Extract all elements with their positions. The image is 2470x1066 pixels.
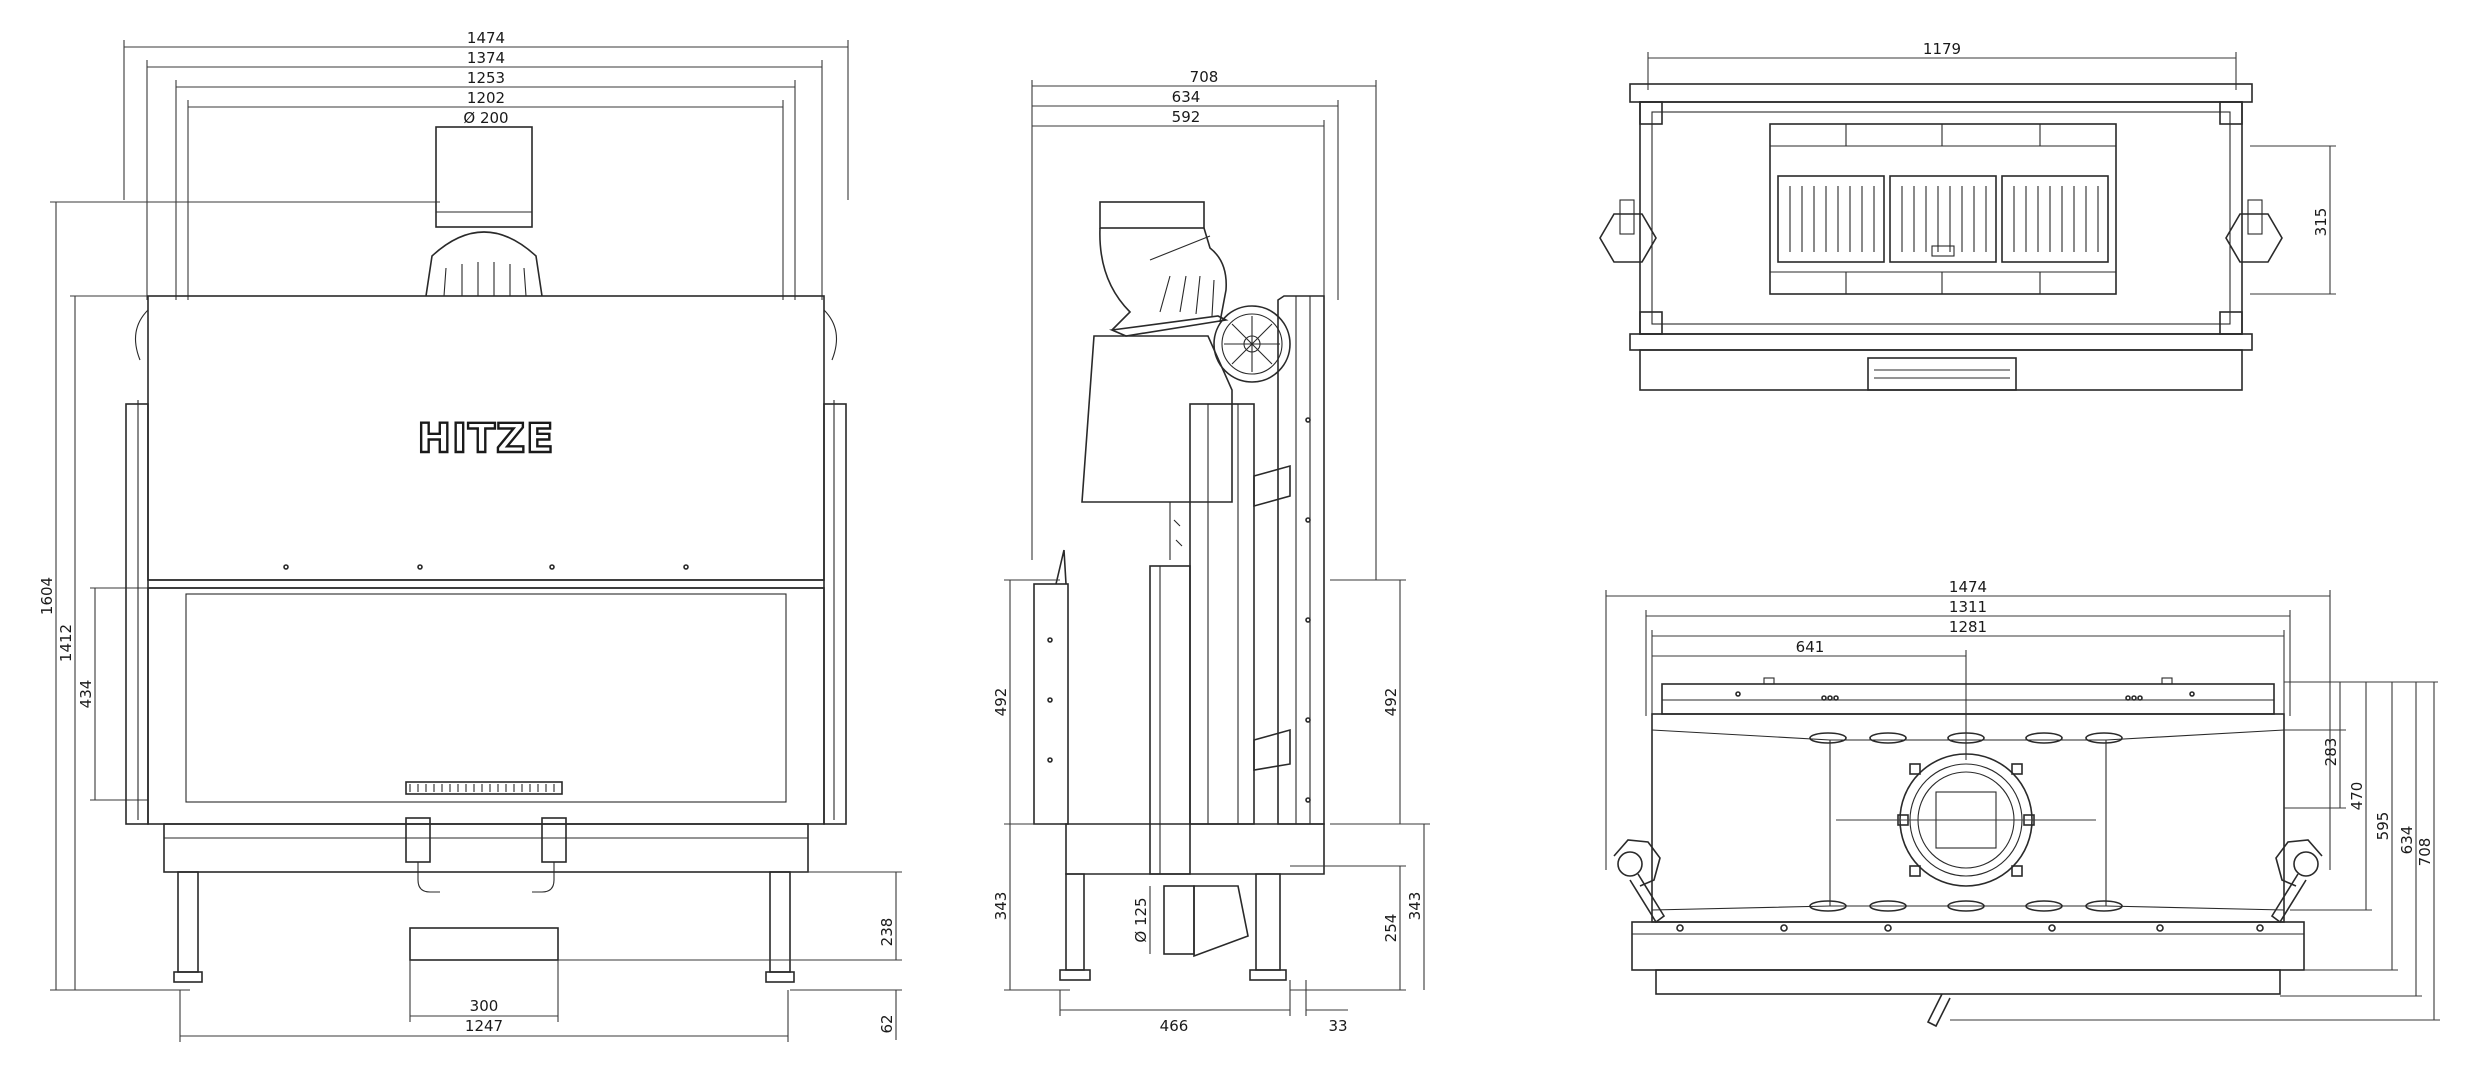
top-firebox-width: 1179 bbox=[1923, 40, 1961, 58]
top-front-rail bbox=[1629, 83, 2253, 103]
side-door-column bbox=[1189, 403, 1255, 825]
front-overall-width: 1474 bbox=[467, 29, 505, 47]
top-handle-left bbox=[1599, 213, 1657, 263]
side-rear-panel bbox=[1277, 295, 1325, 825]
side-front-panel-height: 492 bbox=[992, 688, 1010, 717]
bottom-dim-595: 595 bbox=[2374, 812, 2392, 841]
top-grate-center bbox=[1889, 175, 1997, 263]
side-dimensions bbox=[1004, 579, 1430, 1016]
front-leg-left bbox=[177, 871, 199, 973]
side-flue-collar bbox=[1099, 201, 1205, 229]
front-bottom-dimensions bbox=[179, 871, 902, 1042]
bottom-right-dimensions bbox=[1950, 681, 2440, 1021]
top-grate-right bbox=[2001, 175, 2109, 263]
bottom-width-3: 1281 bbox=[1949, 618, 1987, 636]
front-door-height: 434 bbox=[77, 680, 95, 709]
top-view: 1179 bbox=[1599, 40, 2336, 391]
side-base-height: 343 bbox=[992, 892, 1010, 921]
top-shell bbox=[1639, 101, 2243, 335]
front-leg-height: 238 bbox=[878, 918, 896, 947]
front-flue-diameter: Ø 200 bbox=[463, 109, 508, 127]
bottom-handle-left bbox=[1613, 839, 1661, 887]
side-inlet-offset: 466 bbox=[1160, 1017, 1189, 1035]
ash-drawer-width: 300 bbox=[470, 997, 499, 1015]
bottom-dim-708: 708 bbox=[2416, 838, 2434, 867]
bottom-view: 1474 1311 1281 641 bbox=[1605, 578, 2440, 1028]
ash-drawer bbox=[409, 927, 559, 961]
bottom-overall-width: 1474 bbox=[1949, 578, 1987, 596]
front-base-frame bbox=[163, 823, 809, 873]
door-glass bbox=[185, 593, 787, 803]
front-width-3: 1253 bbox=[467, 69, 505, 87]
top-handle-right bbox=[2225, 213, 2283, 263]
front-width-2: 1374 bbox=[467, 49, 505, 67]
side-base bbox=[1065, 823, 1325, 875]
front-leg-right bbox=[769, 871, 791, 973]
bottom-handle-right bbox=[2275, 839, 2323, 887]
side-fan bbox=[1213, 305, 1291, 383]
side-depth-2: 634 bbox=[1172, 88, 1201, 106]
top-grate-left bbox=[1777, 175, 1885, 263]
side-overall-depth: 708 bbox=[1190, 68, 1219, 86]
bottom-base-rail bbox=[1655, 969, 2281, 995]
side-firebox-column bbox=[1149, 565, 1191, 875]
side-top-dimensions bbox=[1031, 80, 1377, 580]
side-air-inlet bbox=[1163, 885, 1195, 955]
front-body-height: 1412 bbox=[57, 624, 75, 662]
brand-logo: HITZE bbox=[418, 416, 555, 462]
front-total-height: 1604 bbox=[38, 577, 56, 615]
bottom-width-2: 1311 bbox=[1949, 598, 1987, 616]
side-depth-3: 592 bbox=[1172, 108, 1201, 126]
top-firebox bbox=[1769, 123, 2117, 295]
side-front-panel bbox=[1033, 583, 1069, 825]
front-inner-width: 1202 bbox=[467, 89, 505, 107]
front-rivets bbox=[283, 564, 689, 570]
side-air-inlet-diameter: Ø 125 bbox=[1132, 897, 1150, 942]
side-rear-panel-height: 492 bbox=[1382, 688, 1400, 717]
bottom-dim-283: 283 bbox=[2322, 738, 2340, 767]
top-depth: 315 bbox=[2312, 208, 2330, 237]
side-rear-offset: 33 bbox=[1328, 1017, 1347, 1035]
bottom-dim-634: 634 bbox=[2398, 826, 2416, 855]
side-leg-rear bbox=[1255, 873, 1281, 971]
top-air-grille bbox=[1867, 357, 2017, 391]
bottom-top-dimensions bbox=[1605, 590, 2331, 870]
side-leg-front bbox=[1065, 873, 1085, 971]
front-view: 1474 1374 1253 1202 Ø 200 1604 1412 434 bbox=[38, 29, 902, 1042]
flue-transition bbox=[425, 231, 543, 297]
bottom-dim-470: 470 bbox=[2348, 782, 2366, 811]
front-foot-height: 62 bbox=[878, 1014, 896, 1033]
bottom-air-ports bbox=[1809, 732, 2123, 912]
front-leg-span: 1247 bbox=[465, 1017, 503, 1035]
side-rivets bbox=[1047, 417, 1311, 803]
air-grille bbox=[405, 781, 563, 795]
flue-collar bbox=[435, 126, 533, 228]
side-base-height-right: 343 bbox=[1406, 892, 1424, 921]
side-upper-body bbox=[1081, 335, 1233, 503]
bottom-base bbox=[1631, 921, 2305, 971]
front-door bbox=[147, 587, 825, 825]
bottom-center-offset: 641 bbox=[1796, 638, 1825, 656]
front-left-dimensions bbox=[50, 201, 440, 991]
side-view: 708 634 592 bbox=[992, 68, 1430, 1035]
side-leg-height: 254 bbox=[1382, 914, 1400, 943]
bottom-body bbox=[1651, 713, 2285, 923]
bottom-top-plate bbox=[1661, 683, 2275, 715]
